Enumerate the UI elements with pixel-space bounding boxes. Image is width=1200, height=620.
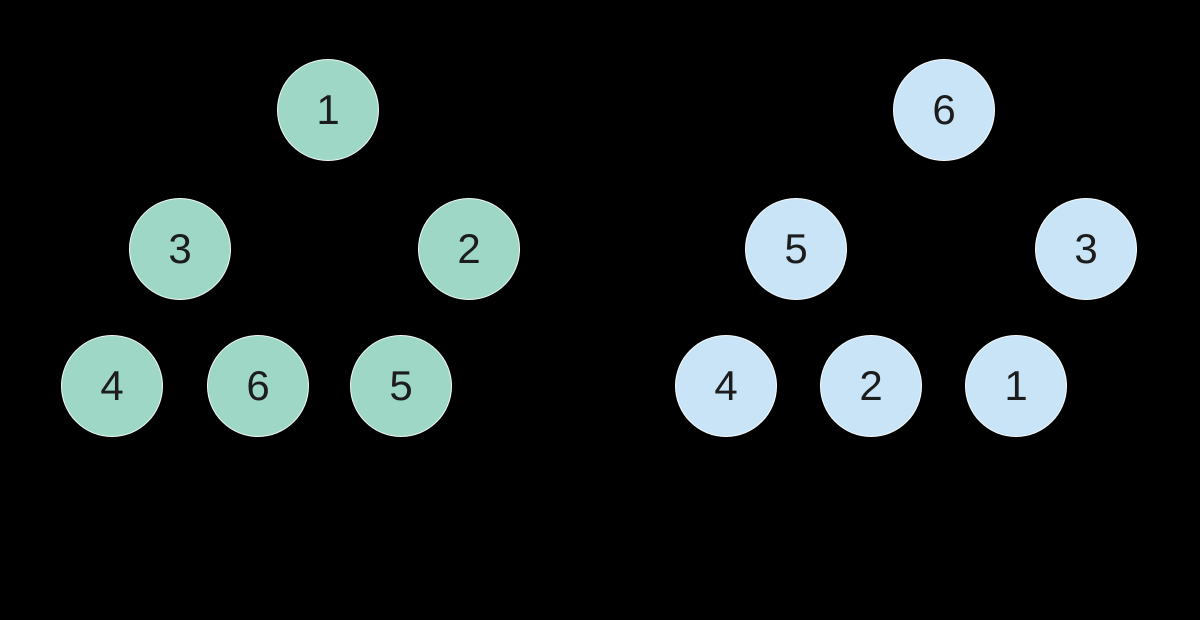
tree-node-label: 2 [457, 225, 481, 272]
tree-node-4: 4 [61, 335, 163, 437]
tree-node-5: 5 [350, 335, 452, 437]
tree-node-2: 2 [820, 335, 922, 437]
tree-node-2: 2 [418, 198, 520, 300]
tree-node-label: 4 [100, 362, 124, 409]
tree-node-label: 1 [316, 86, 340, 133]
tree-node-label: 5 [784, 225, 808, 272]
tree-node-4: 4 [675, 335, 777, 437]
tree-node-label: 6 [246, 362, 270, 409]
tree-node-6: 6 [207, 335, 309, 437]
tree-node-label: 5 [389, 362, 413, 409]
tree-node-label: 2 [859, 362, 883, 409]
tree-node-3: 3 [129, 198, 231, 300]
tree-node-1: 1 [277, 59, 379, 161]
tree-node-label: 4 [714, 362, 738, 409]
tree-node-3: 3 [1035, 198, 1137, 300]
tree-node-label: 6 [932, 86, 956, 133]
tree-node-6: 6 [893, 59, 995, 161]
tree-node-label: 3 [1074, 225, 1098, 272]
tree-node-label: 1 [1004, 362, 1028, 409]
tree-node-1: 1 [965, 335, 1067, 437]
tree-node-label: 3 [168, 225, 192, 272]
tree-node-5: 5 [745, 198, 847, 300]
